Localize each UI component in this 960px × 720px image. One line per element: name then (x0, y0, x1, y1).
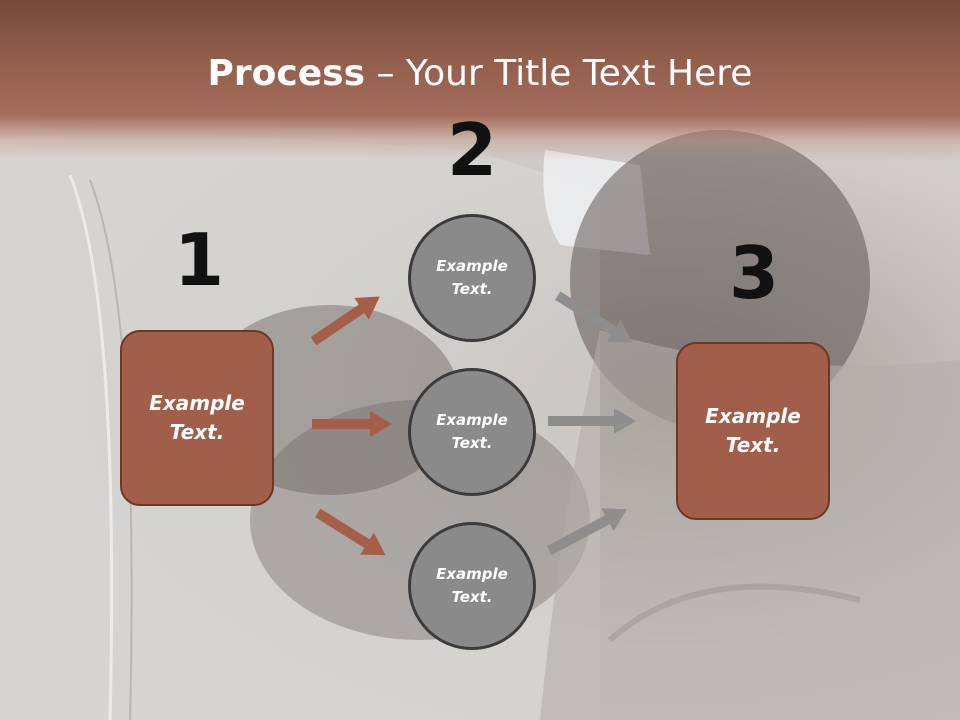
process-circle-middle-text: Example Text. (436, 411, 508, 452)
arrow-to-bottom-circle (315, 508, 386, 556)
arrow-top-to-end (555, 291, 633, 343)
arrow-to-top-circle (310, 296, 380, 346)
process-circle-middle: Example Text. (408, 368, 536, 496)
arrow-middle-to-end (548, 408, 636, 434)
step-number-2: 2 (446, 108, 498, 192)
process-circle-top: Example Text. (408, 214, 536, 342)
step-number-3: 3 (728, 231, 780, 315)
slide-title: Process – Your Title Text Here (0, 52, 960, 96)
arrow-bottom-to-end (546, 508, 627, 556)
end-box: Example Text. (676, 342, 830, 520)
process-circle-top-text: Example Text. (436, 257, 508, 298)
start-box: Example Text. (120, 330, 274, 506)
title-bold: Process (207, 53, 366, 94)
title-rest: – Your Title Text Here (365, 53, 753, 94)
process-circle-bottom-text: Example Text. (436, 565, 508, 606)
process-circle-bottom: Example Text. (408, 522, 536, 650)
step-number-1: 1 (173, 218, 225, 302)
start-box-text: Example Text. (149, 391, 245, 444)
title-bar (0, 0, 960, 160)
arrow-to-middle-circle (312, 411, 392, 437)
end-box-text: Example Text. (705, 404, 801, 457)
